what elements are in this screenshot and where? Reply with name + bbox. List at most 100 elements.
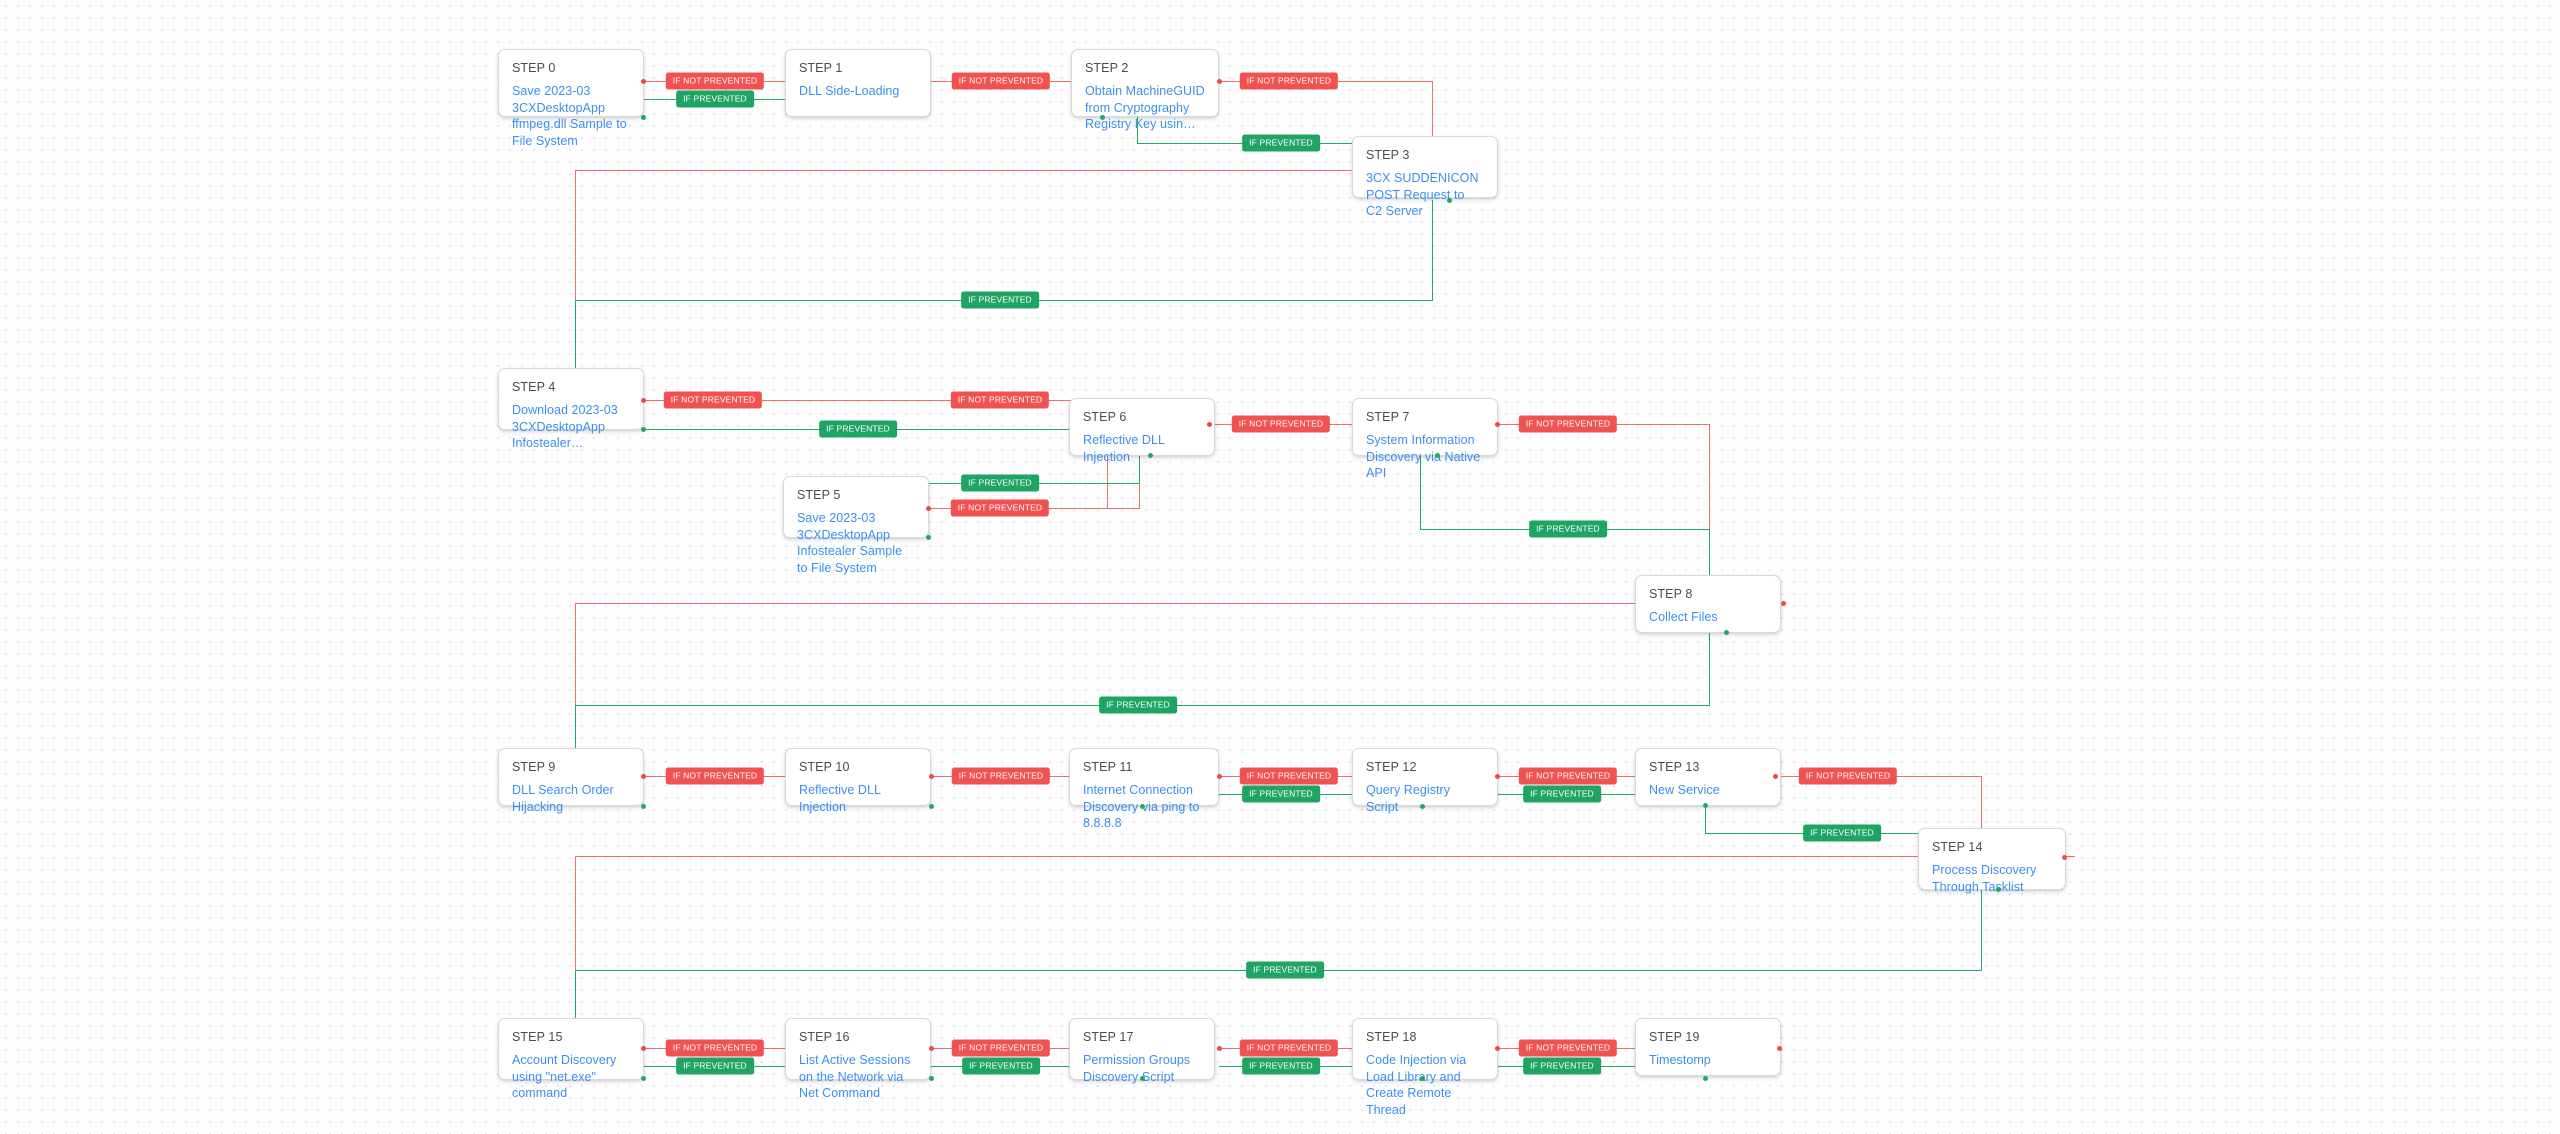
edge-label-s6-s7-not-prevented[interactable]: IF NOT PREVENTED [1231,415,1331,433]
node-step-9[interactable]: STEP 9 DLL Search Order Hijacking [498,748,644,814]
edge-s8-s9-not-prevented-v [575,603,576,707]
node-step-15[interactable]: STEP 15 Account Discovery using "net.exe… [498,1018,644,1100]
anchor-s18-bottom-green [1420,1076,1425,1081]
edge-label-s18-s19-prevented[interactable]: IF PREVENTED [1523,1057,1601,1075]
node-step-10[interactable]: STEP 10 Reflective DLL Injection [785,748,931,814]
node-step-label: STEP 13 [1649,760,1700,774]
node-step-label: STEP 0 [512,61,556,75]
anchor-s2-bottom-green [1100,115,1105,120]
edge-label-s4-s6-prevented[interactable]: IF PREVENTED [819,420,897,438]
node-step-0[interactable]: STEP 0 Save 2023-03 3CXDesktopApp ffmpeg… [498,49,644,148]
node-title: Download 2023-03 3CXDesktopApp Infosteal… [512,403,618,450]
edge-label-s9-s10-not-prevented[interactable]: IF NOT PREVENTED [665,767,765,785]
anchor-s6-bottom-green [1148,453,1153,458]
anchor-s18-right-red [1495,1046,1500,1051]
node-step-19[interactable]: STEP 19 Timestomp [1635,1018,1781,1076]
node-step-label: STEP 19 [1649,1030,1700,1044]
edge-label-s5-s6-prevented[interactable]: IF PREVENTED [961,474,1039,492]
edge-s7-s8-prevented-v1 [1420,455,1421,530]
node-step-label: STEP 18 [1366,1030,1417,1044]
node-step-18[interactable]: STEP 18 Code Injection via Load Library … [1352,1018,1498,1117]
node-step-12[interactable]: STEP 12 Query Registry Script [1352,748,1498,814]
anchor-s14-right-red [2062,855,2067,860]
edge-label-s5-s6-not-prevented[interactable]: IF NOT PREVENTED [950,499,1050,517]
edge-label-s15-s16-not-prevented[interactable]: IF NOT PREVENTED [665,1039,765,1057]
edge-label-s16-s17-not-prevented[interactable]: IF NOT PREVENTED [951,1039,1051,1057]
anchor-s8-right-red [1781,601,1786,606]
edge-label-s2-s3-prevented[interactable]: IF PREVENTED [1242,134,1320,152]
edge-label-s13-s14-not-prevented[interactable]: IF NOT PREVENTED [1798,767,1898,785]
edge-s8-s9-prevented-v1 [1709,632,1710,706]
node-step-3[interactable]: STEP 3 3CX SUDDENICON POST Request to C2… [1352,136,1498,218]
edge-label-s0-s1-prevented[interactable]: IF PREVENTED [676,90,754,108]
node-step-14[interactable]: STEP 14 Process Discovery Through Taskli… [1918,828,2066,894]
edge-label-s2-s3-not-prevented[interactable]: IF NOT PREVENTED [1239,72,1339,90]
edge-label-s0-s1-not-prevented[interactable]: IF NOT PREVENTED [665,72,765,90]
edge-label-s13-s14-prevented[interactable]: IF PREVENTED [1803,824,1881,842]
node-title: Code Injection via Load Library and Crea… [1366,1053,1467,1117]
edge-s7-s8-not-prevented-v [1709,424,1710,529]
node-step-1[interactable]: STEP 1 DLL Side-Loading [785,49,931,117]
node-step-16[interactable]: STEP 16 List Active Sessions on the Netw… [785,1018,931,1100]
edge-label-s15-s16-prevented[interactable]: IF PREVENTED [676,1057,754,1075]
anchor-s15-bottom-green [641,1076,646,1081]
node-step-7[interactable]: STEP 7 System Information Discovery via … [1352,398,1498,480]
edge-s13-s14-prevented-v [1705,805,1706,833]
node-step-17[interactable]: STEP 17 Permission Groups Discovery Scri… [1069,1018,1215,1084]
edge-label-s11-s12-prevented[interactable]: IF PREVENTED [1242,785,1320,803]
anchor-s2-right-red [1217,79,1222,84]
node-step-label: STEP 11 [1083,760,1133,774]
edge-label-s12-s13-not-prevented[interactable]: IF NOT PREVENTED [1518,767,1618,785]
node-step-label: STEP 9 [512,760,556,774]
edge-label-s14-s15-prevented[interactable]: IF PREVENTED [1246,961,1324,979]
node-step-4[interactable]: STEP 4 Download 2023-03 3CXDesktopApp In… [498,368,644,450]
node-title: 3CX SUDDENICON POST Request to C2 Server [1366,171,1479,218]
node-step-label: STEP 16 [799,1030,850,1044]
node-step-2[interactable]: STEP 2 Obtain MachineGUID from Cryptogra… [1071,49,1219,131]
edge-label-s17-s18-not-prevented[interactable]: IF NOT PREVENTED [1239,1039,1339,1057]
node-step-label: STEP 14 [1932,840,1983,854]
edge-s3-s4-prevented-v2 [575,300,576,368]
anchor-s1-bottom-green [641,115,646,120]
node-step-6[interactable]: STEP 6 Reflective DLL Injection [1069,398,1215,464]
anchor-s11-right-red [1217,774,1222,779]
edge-label-s7-s8-prevented[interactable]: IF PREVENTED [1529,520,1607,538]
anchor-s16-bottom-green [929,1076,934,1081]
anchor-s9-right-red [641,774,646,779]
edge-s3-s4-not-prevented-v2 [575,170,576,302]
anchor-s17-bottom-green [1140,1076,1145,1081]
anchor-s7-bottom-green [1435,453,1440,458]
edge-label-s16-s17-prevented[interactable]: IF PREVENTED [962,1057,1040,1075]
node-title: List Active Sessions on the Network via … [799,1053,911,1100]
edge-label-s17-s18-prevented[interactable]: IF PREVENTED [1242,1057,1320,1075]
node-step-11[interactable]: STEP 11 Internet Connection Discovery vi… [1069,748,1219,830]
edge-label-s10-s11-not-prevented[interactable]: IF NOT PREVENTED [951,767,1051,785]
node-step-label: STEP 2 [1085,61,1129,75]
edge-label-s11-s12-not-prevented[interactable]: IF NOT PREVENTED [1239,767,1339,785]
anchor-s8-bottom-green [1724,630,1729,635]
anchor-s4-bottom-green [641,427,646,432]
edge-label-s1-s2-not-prevented[interactable]: IF NOT PREVENTED [951,72,1051,90]
anchor-s5-right-red [926,506,931,511]
edge-label-s12-s13-prevented[interactable]: IF PREVENTED [1523,785,1601,803]
edge-label-s4-s5-not-prevented[interactable]: IF NOT PREVENTED [663,391,763,409]
node-step-label: STEP 17 [1083,1030,1134,1044]
node-title: Save 2023-03 3CXDesktopApp Infostealer S… [797,511,903,575]
node-step-13[interactable]: STEP 13 New Service [1635,748,1781,806]
node-title: Query Registry Script [1366,783,1451,814]
node-step-8[interactable]: STEP 8 Collect Files [1635,575,1781,633]
node-step-5[interactable]: STEP 5 Save 2023-03 3CXDesktopApp Infost… [783,476,929,575]
edge-label-s4-s6-not-prevented[interactable]: IF NOT PREVENTED [950,391,1050,409]
node-title: DLL Side-Loading [799,84,900,98]
node-step-label: STEP 7 [1366,410,1410,424]
anchor-s17-right-red [1217,1046,1222,1051]
edge-label-s18-s19-not-prevented[interactable]: IF NOT PREVENTED [1518,1039,1618,1057]
node-title: Timestomp [1649,1053,1711,1067]
anchor-s12-right-red [1495,774,1500,779]
edge-label-s3-s4-prevented[interactable]: IF PREVENTED [961,291,1039,309]
edge-label-s8-s9-prevented[interactable]: IF PREVENTED [1099,696,1177,714]
anchor-s13-bottom-green [1703,803,1708,808]
edge-label-s7-s8-not-prevented[interactable]: IF NOT PREVENTED [1518,415,1618,433]
node-step-label: STEP 6 [1083,410,1127,424]
